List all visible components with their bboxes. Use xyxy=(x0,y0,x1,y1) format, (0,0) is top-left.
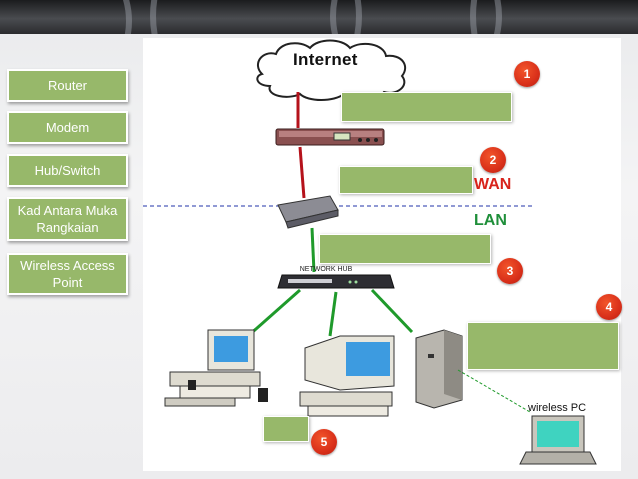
sidebar-item-label: Modem xyxy=(45,120,90,135)
sidebar-item-wireless-access-point[interactable]: Wireless Access Point xyxy=(7,253,128,295)
desktop-pc-center xyxy=(299,335,395,417)
router-device xyxy=(275,128,385,146)
number-badge-1: 1 xyxy=(514,61,540,87)
wan-label: WAN xyxy=(474,176,512,193)
wireless-access-point-device xyxy=(415,329,463,409)
lan-cable xyxy=(328,291,338,337)
sidebar-item-label: Wireless Access Point xyxy=(20,258,115,290)
internet-cloud xyxy=(256,39,407,101)
sidebar-item-hub-switch[interactable]: Hub/Switch xyxy=(7,154,128,187)
wireless-link xyxy=(457,369,531,413)
hub-label: NETWORK HUB xyxy=(300,266,353,273)
lan-cable xyxy=(247,288,301,338)
number-badge-2: 2 xyxy=(480,147,506,173)
wireless-pc-device xyxy=(519,415,597,465)
desktop-pc-left xyxy=(164,329,268,407)
lan-cable xyxy=(370,288,414,334)
sidebar-item-label: Router xyxy=(47,78,88,93)
modem-device xyxy=(277,195,339,229)
answer-box-2 xyxy=(339,166,473,194)
top-banner xyxy=(0,0,638,34)
sidebar-item-modem[interactable]: Modem xyxy=(7,111,128,144)
sidebar-item-label: Kad Antara Muka Rangkaian xyxy=(17,203,118,235)
answer-box-4 xyxy=(467,322,619,370)
network-hub: NETWORK HUB xyxy=(277,266,395,289)
lan-cable xyxy=(310,227,316,273)
sidebar-item-router[interactable]: Router xyxy=(7,69,128,102)
lan-label: LAN xyxy=(474,212,507,229)
sidebar-item-label: Hub/Switch xyxy=(34,163,101,178)
number-badge-4: 4 xyxy=(596,294,622,320)
answer-box-5 xyxy=(263,416,309,442)
number-badge-3: 3 xyxy=(497,258,523,284)
number-badge-5: 5 xyxy=(311,429,337,455)
internet-label: Internet xyxy=(293,50,358,69)
wireless-pc-label: wireless PC xyxy=(528,402,587,414)
answer-box-3 xyxy=(319,234,491,264)
sidebar-item-network-interface-card[interactable]: Kad Antara Muka Rangkaian xyxy=(7,197,128,241)
wan-cable xyxy=(298,146,306,199)
answer-box-1 xyxy=(341,92,512,122)
